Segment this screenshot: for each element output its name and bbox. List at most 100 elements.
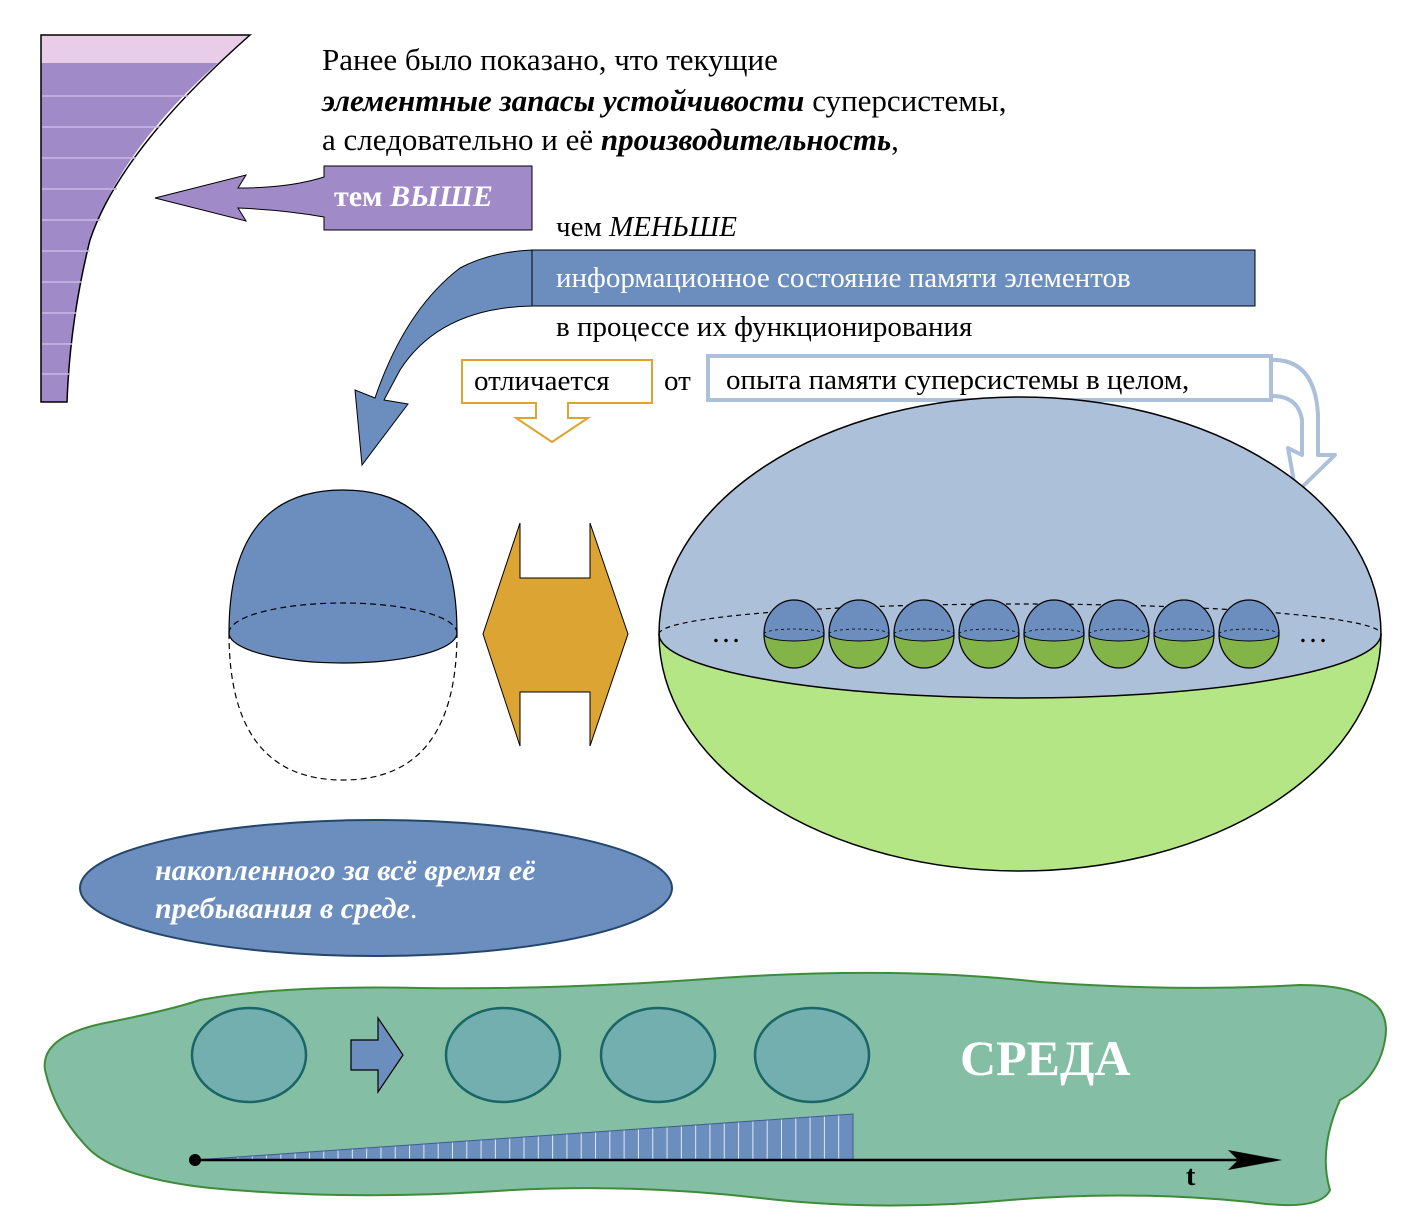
element-sphere-lower bbox=[829, 634, 889, 668]
element-sphere-equator bbox=[763, 633, 825, 642]
accumulated-period: . bbox=[410, 892, 418, 925]
stage-circle-1 bbox=[190, 1006, 308, 1104]
element-sphere-upper bbox=[1024, 600, 1084, 641]
differs-label: отличается bbox=[474, 365, 610, 397]
element-sphere-lower bbox=[894, 634, 954, 668]
intro-consequently: а следовательно и её bbox=[322, 122, 601, 157]
ellipsis-left: … bbox=[711, 616, 741, 649]
element-lower-outline bbox=[228, 632, 458, 781]
reserve-outline bbox=[40, 34, 252, 403]
element-sphere bbox=[1218, 599, 1280, 669]
element-sphere-equator bbox=[1153, 633, 1215, 642]
wedge-outline bbox=[194, 1113, 854, 1161]
info-state-curved-arrow bbox=[354, 249, 533, 467]
experience-curved-arrow bbox=[1268, 357, 1337, 495]
intro-supersystem: суперсистемы, bbox=[804, 83, 1006, 118]
reserve-area bbox=[41, 63, 218, 402]
element-sphere-equator-back bbox=[828, 628, 890, 635]
element-sphere-equator-back bbox=[763, 628, 825, 635]
element-sphere-lower bbox=[959, 634, 1019, 668]
accumulated-stay: пребывания в среде bbox=[155, 892, 410, 925]
element-sphere-lower bbox=[764, 634, 824, 668]
supersystem-equator-front bbox=[658, 633, 1382, 699]
less-prefix: чем bbox=[556, 211, 609, 243]
element-upper-half bbox=[228, 489, 458, 664]
element-sphere-upper bbox=[959, 600, 1019, 641]
element-sphere-upper bbox=[1154, 600, 1214, 641]
less-line: чем МЕНЬШЕ bbox=[556, 211, 737, 243]
info-state-label: информационное состояние памяти элементо… bbox=[556, 262, 1131, 294]
environment-stages bbox=[190, 1006, 871, 1104]
element-sphere-upper bbox=[894, 600, 954, 641]
accumulated-line-1: накопленного за всё время её bbox=[155, 854, 535, 887]
stage-arrow bbox=[350, 1016, 404, 1094]
reserve-gridlines bbox=[42, 95, 188, 375]
element-equator-back bbox=[228, 602, 458, 634]
stage-circle-2 bbox=[444, 1006, 562, 1104]
element-spheres-row bbox=[763, 599, 1280, 669]
intro-line-3: а следовательно и её производительность, bbox=[322, 122, 899, 157]
element-sphere-upper bbox=[764, 600, 824, 641]
intro-comma: , bbox=[891, 122, 899, 157]
intro-productivity: производительность bbox=[601, 122, 891, 157]
element-sphere-lower bbox=[1219, 634, 1279, 668]
stage-circle-3 bbox=[599, 1006, 717, 1104]
experience-growth-wedge bbox=[194, 1113, 854, 1161]
element-sphere-lower bbox=[1024, 634, 1084, 668]
time-axis-label: t bbox=[1186, 1161, 1196, 1192]
process-label: в процессе их функционирования bbox=[556, 311, 972, 343]
environment-label: СРЕДА bbox=[960, 1030, 1131, 1086]
element-sphere bbox=[958, 599, 1020, 669]
element-sphere bbox=[1023, 599, 1085, 669]
element-sphere bbox=[893, 599, 955, 669]
element-sphere-equator-back bbox=[1023, 628, 1085, 635]
intro-stability-reserves: элементные запасы устойчивости bbox=[321, 83, 804, 118]
stage-circle-4 bbox=[753, 1006, 871, 1104]
element-sphere-equator-back bbox=[1088, 628, 1150, 635]
element-sphere-equator bbox=[893, 633, 955, 642]
element-sphere-lower bbox=[1089, 634, 1149, 668]
time-axis: t bbox=[189, 1150, 1282, 1192]
supersystem-ellipsoid: … … bbox=[658, 396, 1382, 872]
intro-line-2: элементные запасы устойчивости суперсист… bbox=[321, 83, 1007, 118]
intro-line-1: Ранее было показано, что текущие bbox=[322, 42, 778, 77]
experience-box bbox=[706, 354, 1273, 402]
element-sphere bbox=[763, 599, 825, 669]
from-label: от bbox=[664, 365, 691, 397]
element-sphere-equator bbox=[958, 633, 1020, 642]
higher-prefix: тем bbox=[334, 180, 390, 213]
element-sphere-upper bbox=[1219, 600, 1279, 641]
comparison-double-arrow bbox=[482, 522, 629, 747]
element-sphere-upper bbox=[1089, 600, 1149, 641]
element-sphere bbox=[1153, 599, 1215, 669]
higher-arrow bbox=[154, 165, 533, 231]
element-sphere bbox=[828, 599, 890, 669]
differs-box bbox=[461, 359, 653, 444]
element-sphere-lower bbox=[1154, 634, 1214, 668]
accumulated-line-2: пребывания в среде. bbox=[155, 892, 417, 925]
time-axis-origin bbox=[189, 1154, 201, 1166]
element-sphere-equator-back bbox=[958, 628, 1020, 635]
reserve-top-band bbox=[41, 35, 250, 63]
time-axis-arrowhead bbox=[1228, 1150, 1282, 1170]
element-sphere-equator bbox=[828, 633, 890, 642]
supersystem-lower-half bbox=[659, 634, 1381, 871]
accumulated-ellipse bbox=[79, 819, 673, 957]
element-sphere-equator-back bbox=[893, 628, 955, 635]
supersystem-equator-back bbox=[658, 603, 1382, 635]
higher-emph: ВЫШЕ bbox=[389, 180, 493, 213]
less-emph: МЕНЬШЕ bbox=[608, 211, 737, 243]
stability-reserve-graph bbox=[40, 34, 252, 403]
element-sphere-equator-back bbox=[1218, 628, 1280, 635]
element-sphere-equator-back bbox=[1153, 628, 1215, 635]
element-sphere-equator bbox=[1023, 633, 1085, 642]
experience-label: опыта памяти суперсистемы в целом, bbox=[726, 364, 1189, 396]
element-sphere-equator bbox=[1088, 633, 1150, 642]
element-sphere-equator bbox=[1218, 633, 1280, 642]
ellipsis-right: … bbox=[1298, 616, 1328, 649]
info-state-box bbox=[531, 249, 1256, 307]
element-sphere-upper bbox=[829, 600, 889, 641]
higher-arrow-label: тем ВЫШЕ bbox=[334, 180, 493, 213]
element-hemisphere bbox=[228, 489, 458, 781]
element-sphere bbox=[1088, 599, 1150, 669]
